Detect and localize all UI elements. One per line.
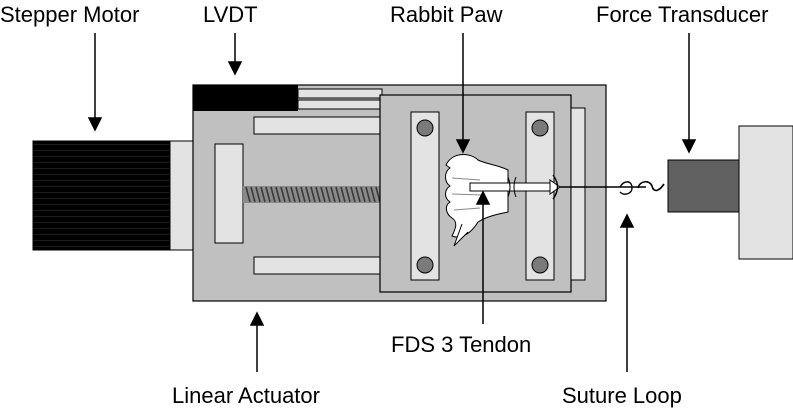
clamp-bolt — [531, 256, 549, 274]
label-lvdt: LVDT — [203, 2, 258, 27]
leader-lines — [87, 33, 697, 372]
carriage-guide — [570, 107, 586, 281]
clamp-bar-right — [525, 111, 555, 281]
stepper-motor — [32, 140, 218, 251]
suture-loop — [560, 180, 665, 195]
arrow-stepper-motor — [87, 117, 103, 132]
label-force-transducer: Force Transducer — [596, 2, 768, 27]
arrow-linear-actuator — [249, 311, 265, 326]
label-stepper-motor: Stepper Motor — [0, 2, 139, 27]
lvdt — [193, 85, 383, 111]
fds3-tendon — [469, 174, 561, 200]
force-transducer — [667, 125, 793, 260]
lower-slide-rail — [253, 256, 383, 275]
upper-slide-rail — [253, 116, 383, 135]
lead-screw — [243, 186, 383, 203]
label-fds3-tendon: FDS 3 Tendon — [391, 332, 531, 357]
clamp-bolt — [416, 119, 434, 137]
arrow-rabbit-paw — [455, 139, 471, 154]
arrow-force-transducer — [681, 139, 697, 154]
rabbit-paw — [445, 154, 509, 247]
label-rabbit-paw: Rabbit Paw — [390, 2, 503, 27]
clamp-bolt — [416, 256, 434, 274]
arrow-lvdt — [227, 61, 243, 76]
label-linear-actuator: Linear Actuator — [172, 383, 320, 408]
arrow-suture-loop — [619, 213, 635, 228]
label-suture-loop: Suture Loop — [562, 383, 682, 408]
coupling-plate — [214, 143, 244, 244]
clamp-bar-left — [410, 111, 440, 281]
arrow-fds3-tendon — [475, 190, 491, 205]
clamp-bolt — [531, 119, 549, 137]
